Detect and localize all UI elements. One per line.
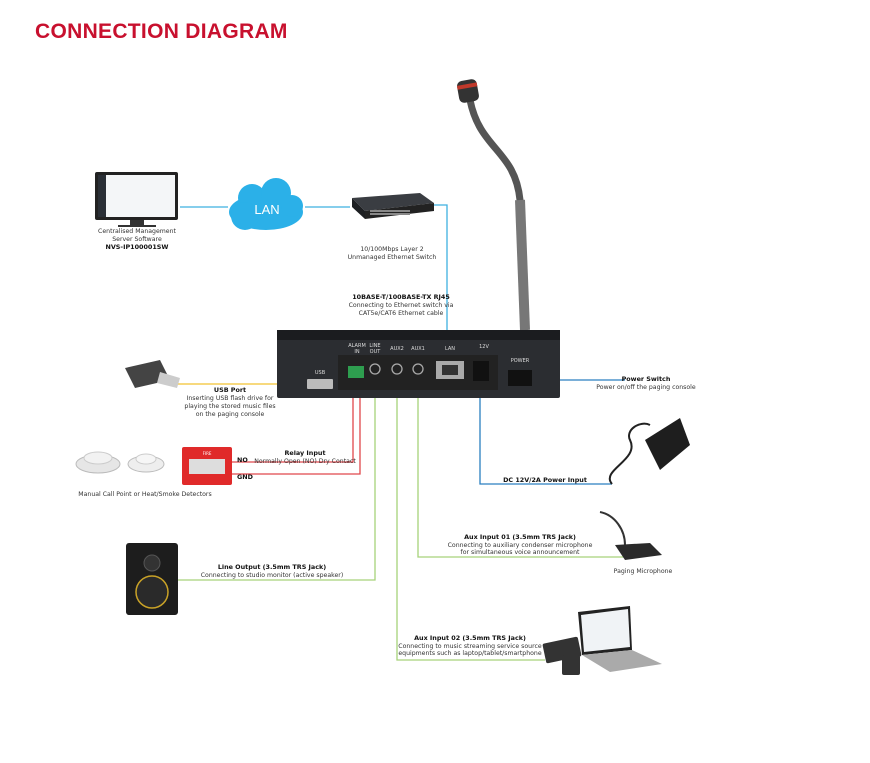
usb-title: USB Port bbox=[214, 386, 246, 394]
aux2-desc-2: equipments such as laptop/tablet/smartph… bbox=[398, 650, 542, 657]
dc-input-title: DC 12V/2A Power Input bbox=[503, 476, 587, 484]
aux1-title: Aux Input 01 (3.5mm TRS Jack) bbox=[464, 533, 576, 541]
alarm-terminal bbox=[348, 366, 364, 378]
dc-port-label: 12V bbox=[479, 344, 489, 350]
aux2-line bbox=[396, 370, 545, 661]
power-switch-title: Power Switch bbox=[622, 375, 671, 383]
fire-label: FIRE bbox=[203, 451, 212, 456]
usb-flash-drive-icon bbox=[125, 360, 180, 388]
power-adapter-icon bbox=[608, 418, 690, 485]
detectors-label: Manual Call Point or Heat/Smoke Detector… bbox=[78, 491, 211, 498]
ethernet-switch-icon bbox=[352, 193, 434, 219]
power-switch bbox=[508, 370, 532, 386]
line-out-jack bbox=[369, 363, 381, 375]
studio-monitor-speaker-icon bbox=[126, 543, 178, 615]
manual-call-point-icon bbox=[182, 447, 232, 485]
lan-label: LAN bbox=[254, 202, 279, 217]
relay-title: Relay Input bbox=[284, 449, 325, 457]
paging-mic-label: Paging Microphone bbox=[614, 568, 673, 575]
line-out-title: Line Output (3.5mm TRS Jack) bbox=[218, 563, 326, 571]
gooseneck-microphone-icon bbox=[456, 79, 530, 331]
aux1-jack bbox=[412, 363, 424, 375]
rj45-title: 10BASE-T/100BASE-TX RJ45 bbox=[352, 293, 450, 301]
switch-label-1: 10/100Mbps Layer 2 bbox=[360, 246, 423, 253]
power-switch-desc: Power on/off the paging console bbox=[596, 384, 696, 391]
aux2-title: Aux Input 02 (3.5mm TRS Jack) bbox=[414, 634, 526, 642]
aux1-line bbox=[417, 370, 625, 558]
relay-gnd-line bbox=[232, 372, 361, 475]
relay-no-line bbox=[232, 372, 354, 463]
server-monitor-icon bbox=[95, 172, 178, 227]
relay-desc: Normally Open (NO) Dry Contact bbox=[254, 458, 356, 465]
alarm-label-2: IN bbox=[354, 349, 359, 355]
aux1-port-label: AUX1 bbox=[411, 346, 425, 352]
server-label-1: Centralised Management bbox=[98, 228, 177, 235]
lan-cloud-icon bbox=[229, 178, 303, 230]
alarm-label-1: ALARM bbox=[348, 343, 366, 349]
usb-port-label: USB bbox=[315, 370, 326, 376]
relay-gnd-label: GND bbox=[237, 473, 253, 481]
aux2-port-label: AUX2 bbox=[390, 346, 404, 352]
server-label-2: Server Software bbox=[112, 236, 162, 243]
aux1-desc-2: for simultaneous voice announcement bbox=[461, 549, 580, 556]
lan-port-label: LAN bbox=[445, 346, 455, 352]
usb-port bbox=[307, 379, 333, 389]
dc-jack bbox=[473, 361, 489, 381]
dc-line bbox=[479, 370, 612, 485]
aux2-desc-1: Connecting to music streaming service so… bbox=[398, 643, 542, 650]
page-title: CONNECTION DIAGRAM bbox=[35, 20, 288, 43]
line-out-label-2: OUT bbox=[370, 349, 382, 355]
switch-label-2: Unmanaged Ethernet Switch bbox=[348, 254, 437, 261]
heat-detector-icon bbox=[127, 453, 165, 473]
usb-desc-3: on the paging console bbox=[196, 411, 265, 418]
switch-console-line bbox=[432, 204, 448, 370]
laptop-tablet-smartphone-icon bbox=[542, 606, 662, 675]
paging-console: USB ALARM IN LINE OUT AUX2 AUX1 LAN 12V … bbox=[277, 330, 560, 398]
server-model: NVS-IP100001SW bbox=[106, 243, 169, 251]
smoke-detector-icon bbox=[75, 451, 121, 474]
aux2-jack bbox=[391, 363, 403, 375]
usb-desc-1: Inserting USB flash drive for bbox=[187, 395, 274, 402]
relay-no-label: NO bbox=[237, 456, 248, 464]
power-label: POWER bbox=[511, 358, 530, 364]
rj45-desc-2: CAT5e/CAT6 Ethernet cable bbox=[359, 310, 444, 317]
rj45-desc-1: Connecting to Ethernet switch via bbox=[349, 302, 454, 309]
usb-desc-2: playing the stored music files bbox=[184, 403, 275, 410]
line-out-desc: Connecting to studio monitor (active spe… bbox=[201, 572, 344, 579]
paging-microphone-icon bbox=[599, 511, 662, 560]
line-out-label-1: LINE bbox=[369, 343, 380, 349]
aux1-desc-1: Connecting to auxiliary condenser microp… bbox=[448, 542, 593, 549]
line-out-line bbox=[175, 370, 376, 581]
